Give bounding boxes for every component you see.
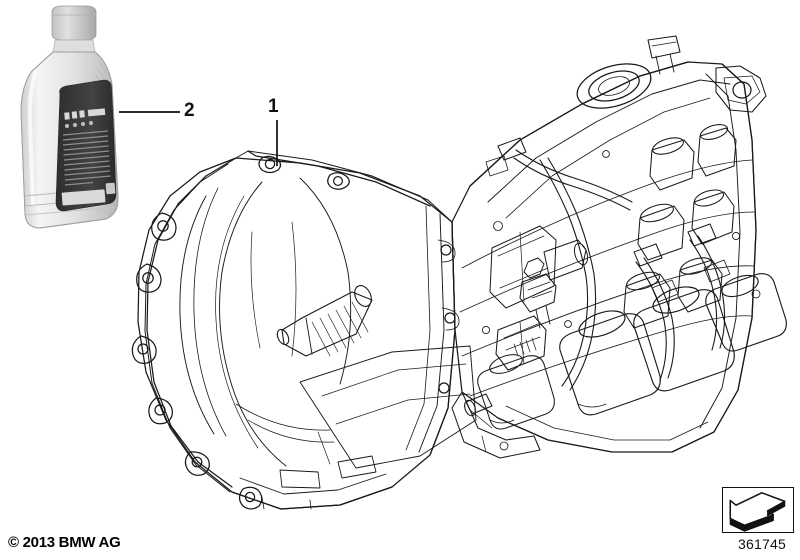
transmission-graphic [131,35,787,510]
callout-number-2: 2 [184,100,195,121]
part-number: 361745 [738,536,786,552]
arrow-3d-icon [722,487,794,533]
callout-number-1: 1 [268,96,279,117]
leader-lines [119,111,278,166]
oil-bottle-graphic [20,5,119,229]
copyright-notice: © 2013 BMW AG [8,534,121,551]
